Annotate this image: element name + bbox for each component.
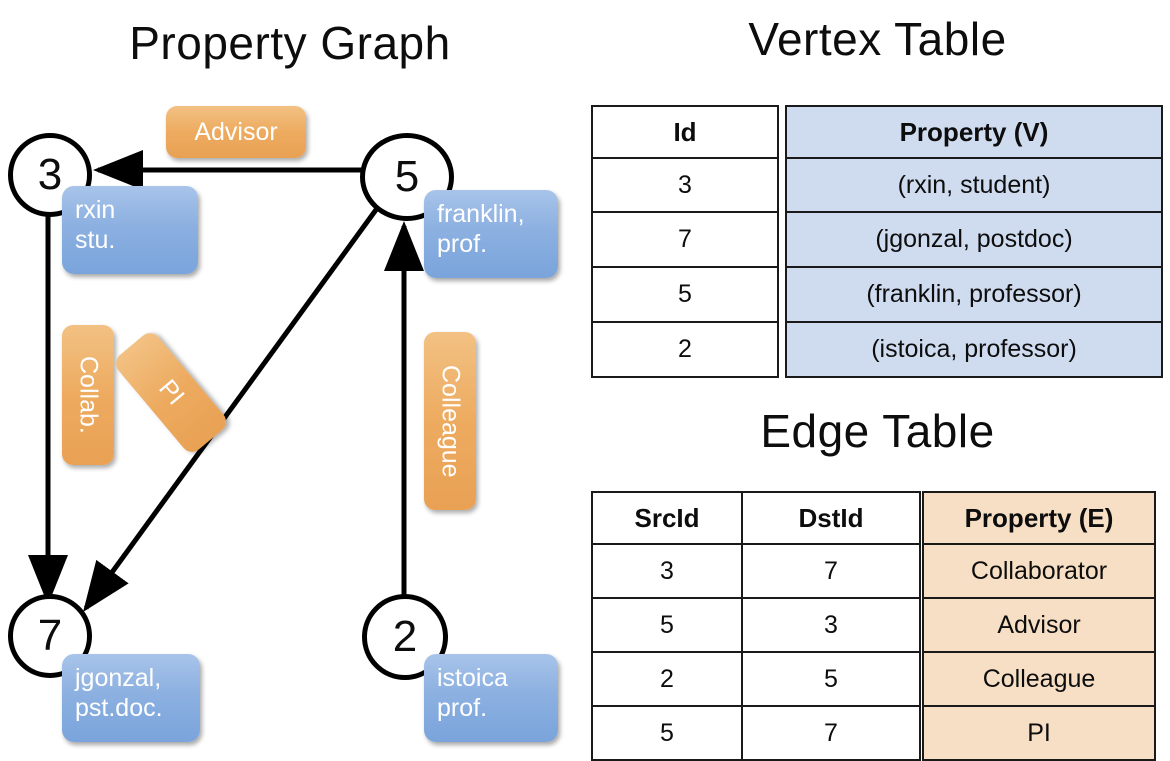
edge-table-cell-dstid: 5 xyxy=(741,651,921,707)
page-title-vertex-table: Vertex Table xyxy=(748,13,1007,65)
edge-table-cell-property: Collaborator xyxy=(922,543,1156,599)
edge-table-src-dst-columns: SrcId DstId 3 7 5 3 2 5 5 7 xyxy=(591,491,921,761)
edge-5-to-7-pi xyxy=(83,205,381,613)
edge-label-collab-text: Collab. xyxy=(74,356,103,434)
edge-table-property-column: Property (E) Collaborator Advisor Collea… xyxy=(922,491,1156,761)
page-title-property-graph: Property Graph xyxy=(129,17,451,69)
vertex-label-rxin[interactable]: rxin stu. xyxy=(62,186,198,274)
table-row: (istoica, professor) xyxy=(785,321,1163,378)
vertex-table-id-column: Id 3 7 5 2 xyxy=(591,105,779,378)
vertex-label-franklin[interactable]: franklin, prof. xyxy=(424,190,558,278)
vertex-label-istoica[interactable]: istoica prof. xyxy=(424,654,558,742)
vertex-table-property-column: Property (V) (rxin, student) (jgonzal, p… xyxy=(785,105,1163,378)
property-graph-diagram: 3 5 7 2 rxin stu. franklin, prof. jgonza… xyxy=(0,0,582,760)
edge-table-cell-property: Advisor xyxy=(922,597,1156,653)
table-row: (rxin, student) xyxy=(785,157,1163,213)
page-title-edge-table: Edge Table xyxy=(760,405,995,457)
edge-table-cell-dstid: 3 xyxy=(741,597,921,653)
table-header-row: Property (E) xyxy=(922,491,1156,545)
table-row: Collaborator xyxy=(922,543,1156,599)
edge-table-header-property: Property (E) xyxy=(922,491,1156,545)
edge-table-header-srcid: SrcId xyxy=(591,491,743,545)
vertex-table-cell-property: (istoica, professor) xyxy=(785,321,1163,378)
edge-label-colleague-text: Colleague xyxy=(436,364,465,478)
vertex-label-jgonzal[interactable]: jgonzal, pst.doc. xyxy=(62,654,200,742)
graph-node-5[interactable]: 5 xyxy=(360,133,454,221)
edge-table-cell-srcid: 3 xyxy=(591,543,743,599)
edge-table-cell-property: PI xyxy=(922,705,1156,761)
graph-edges-svg xyxy=(28,150,424,613)
vertex-table-cell-property: (franklin, professor) xyxy=(785,266,1163,323)
table-row: 2 xyxy=(591,321,779,378)
vertex-table-header-id: Id xyxy=(591,105,779,159)
graph-node-2[interactable]: 2 xyxy=(362,594,448,680)
edge-table-cell-property: Colleague xyxy=(922,651,1156,707)
edge-label-advisor-text: Advisor xyxy=(194,117,278,146)
table-row: PI xyxy=(922,705,1156,761)
edge-label-pi-text: PI xyxy=(153,374,190,411)
edge-table-cell-srcid: 5 xyxy=(591,705,743,761)
edge-table-cell-srcid: 5 xyxy=(591,597,743,653)
edge-label-colleague[interactable]: Colleague xyxy=(424,332,476,510)
vertex-table-cell-id: 2 xyxy=(591,321,779,378)
table-row: Advisor xyxy=(922,597,1156,653)
table-row: 5 xyxy=(591,266,779,323)
table-row: 3 xyxy=(591,157,779,213)
edge-table-cell-dstid: 7 xyxy=(741,543,921,599)
edge-label-collab[interactable]: Collab. xyxy=(62,325,114,465)
table-row: 5 7 xyxy=(591,705,921,761)
vertex-table-cell-id: 7 xyxy=(591,211,779,268)
vertex-table-cell-id: 3 xyxy=(591,157,779,213)
vertex-table-cell-id: 5 xyxy=(591,266,779,323)
table-row: 7 xyxy=(591,211,779,268)
vertex-table-cell-property: (jgonzal, postdoc) xyxy=(785,211,1163,268)
table-row: 5 3 xyxy=(591,597,921,653)
table-header-row: Id xyxy=(591,105,779,159)
table-row: (jgonzal, postdoc) xyxy=(785,211,1163,268)
vertex-table-header-property: Property (V) xyxy=(785,105,1163,159)
table-row: (franklin, professor) xyxy=(785,266,1163,323)
edge-table-header-dstid: DstId xyxy=(741,491,921,545)
edge-label-advisor[interactable]: Advisor xyxy=(166,106,306,158)
table-row: 3 7 xyxy=(591,543,921,599)
vertex-table-cell-property: (rxin, student) xyxy=(785,157,1163,213)
table-header-row: Property (V) xyxy=(785,105,1163,159)
edge-table-cell-dstid: 7 xyxy=(741,705,921,761)
table-row: Colleague xyxy=(922,651,1156,707)
table-row: 2 5 xyxy=(591,651,921,707)
table-header-row: SrcId DstId xyxy=(591,491,921,545)
edge-table-cell-srcid: 2 xyxy=(591,651,743,707)
